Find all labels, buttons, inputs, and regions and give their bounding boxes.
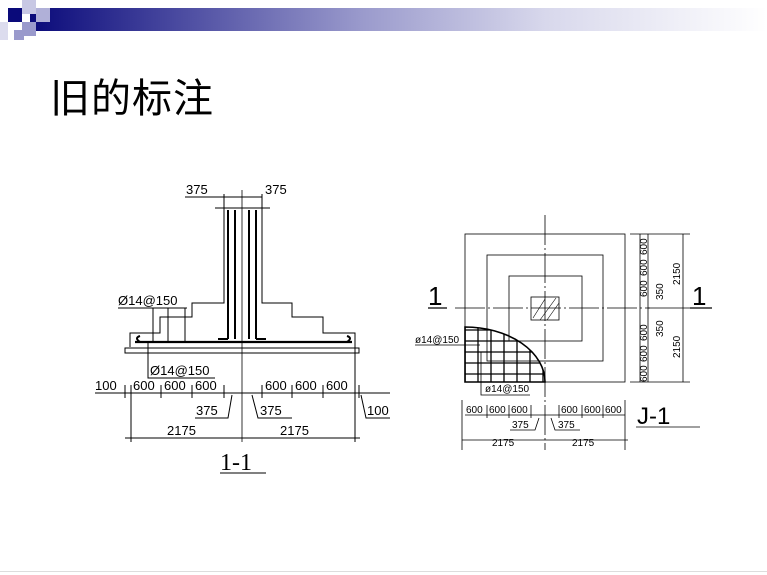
divider <box>0 571 767 572</box>
section-drawing <box>95 190 390 474</box>
dim-text: 600 <box>605 405 622 416</box>
dim-text: 375 <box>196 403 218 418</box>
banner-square <box>8 8 22 22</box>
dim-text: 600 <box>639 324 650 341</box>
dim-text: 600 <box>639 238 650 255</box>
dim-text: 600 <box>265 378 287 393</box>
title-banner <box>30 8 767 31</box>
dim-text: 600 <box>326 378 348 393</box>
dim-text: 350 <box>655 283 666 300</box>
dim-text: 2175 <box>572 438 595 449</box>
dim-text: 600 <box>561 405 578 416</box>
banner-square <box>14 30 24 40</box>
plan-label: J-1 <box>637 403 670 430</box>
rebar-label: ø14@150 <box>485 384 530 395</box>
section-label: 1-1 <box>220 450 252 476</box>
section-labels: 375 375 Ø14@150 Ø14@150 100 600 600 600 … <box>95 182 389 476</box>
rebar-grid <box>465 327 545 382</box>
dim-text: 375 <box>186 182 208 197</box>
banner-square <box>22 0 36 14</box>
dim-text: 100 <box>95 378 117 393</box>
dim-text: 375 <box>512 420 529 431</box>
dim-text: 600 <box>639 365 650 382</box>
dim-text: 375 <box>265 182 287 197</box>
dim-text: 2150 <box>672 262 683 285</box>
section-mark-right: 1 <box>692 281 706 311</box>
plan-drawing <box>415 215 712 450</box>
dim-text: 600 <box>584 405 601 416</box>
dim-text: 600 <box>639 280 650 297</box>
dim-text: 100 <box>367 403 389 418</box>
dim-text: 600 <box>489 405 506 416</box>
dim-ticks <box>124 385 360 442</box>
dim-text: 600 <box>195 378 217 393</box>
rebar-label: Ø14@150 <box>150 363 209 378</box>
rebar-label: ø14@150 <box>415 335 460 346</box>
dim-text: 600 <box>639 345 650 362</box>
dim-text: 375 <box>260 403 282 418</box>
dim-text: 600 <box>639 259 650 276</box>
dim-text: 600 <box>511 405 528 416</box>
plan-labels: 1 1 ø14@150 ø14@150 600 600 600 600 600 … <box>415 238 706 449</box>
rebar-label: Ø14@150 <box>118 293 177 308</box>
dim-text: 600 <box>295 378 317 393</box>
dim-text: 2175 <box>167 423 196 438</box>
dim-text: 350 <box>655 320 666 337</box>
slide-title: 旧的标注 <box>50 76 214 122</box>
dim-text: 2150 <box>672 335 683 358</box>
banner-square <box>0 22 8 40</box>
dim-text: 600 <box>164 378 186 393</box>
dim-text: 2175 <box>492 438 515 449</box>
section-mark-left: 1 <box>428 281 442 311</box>
banner-square <box>22 22 36 36</box>
dim-text: 2175 <box>280 423 309 438</box>
dim-text: 375 <box>558 420 575 431</box>
dim-text: 600 <box>133 378 155 393</box>
banner-square <box>36 8 50 22</box>
dim-text: 600 <box>466 405 483 416</box>
